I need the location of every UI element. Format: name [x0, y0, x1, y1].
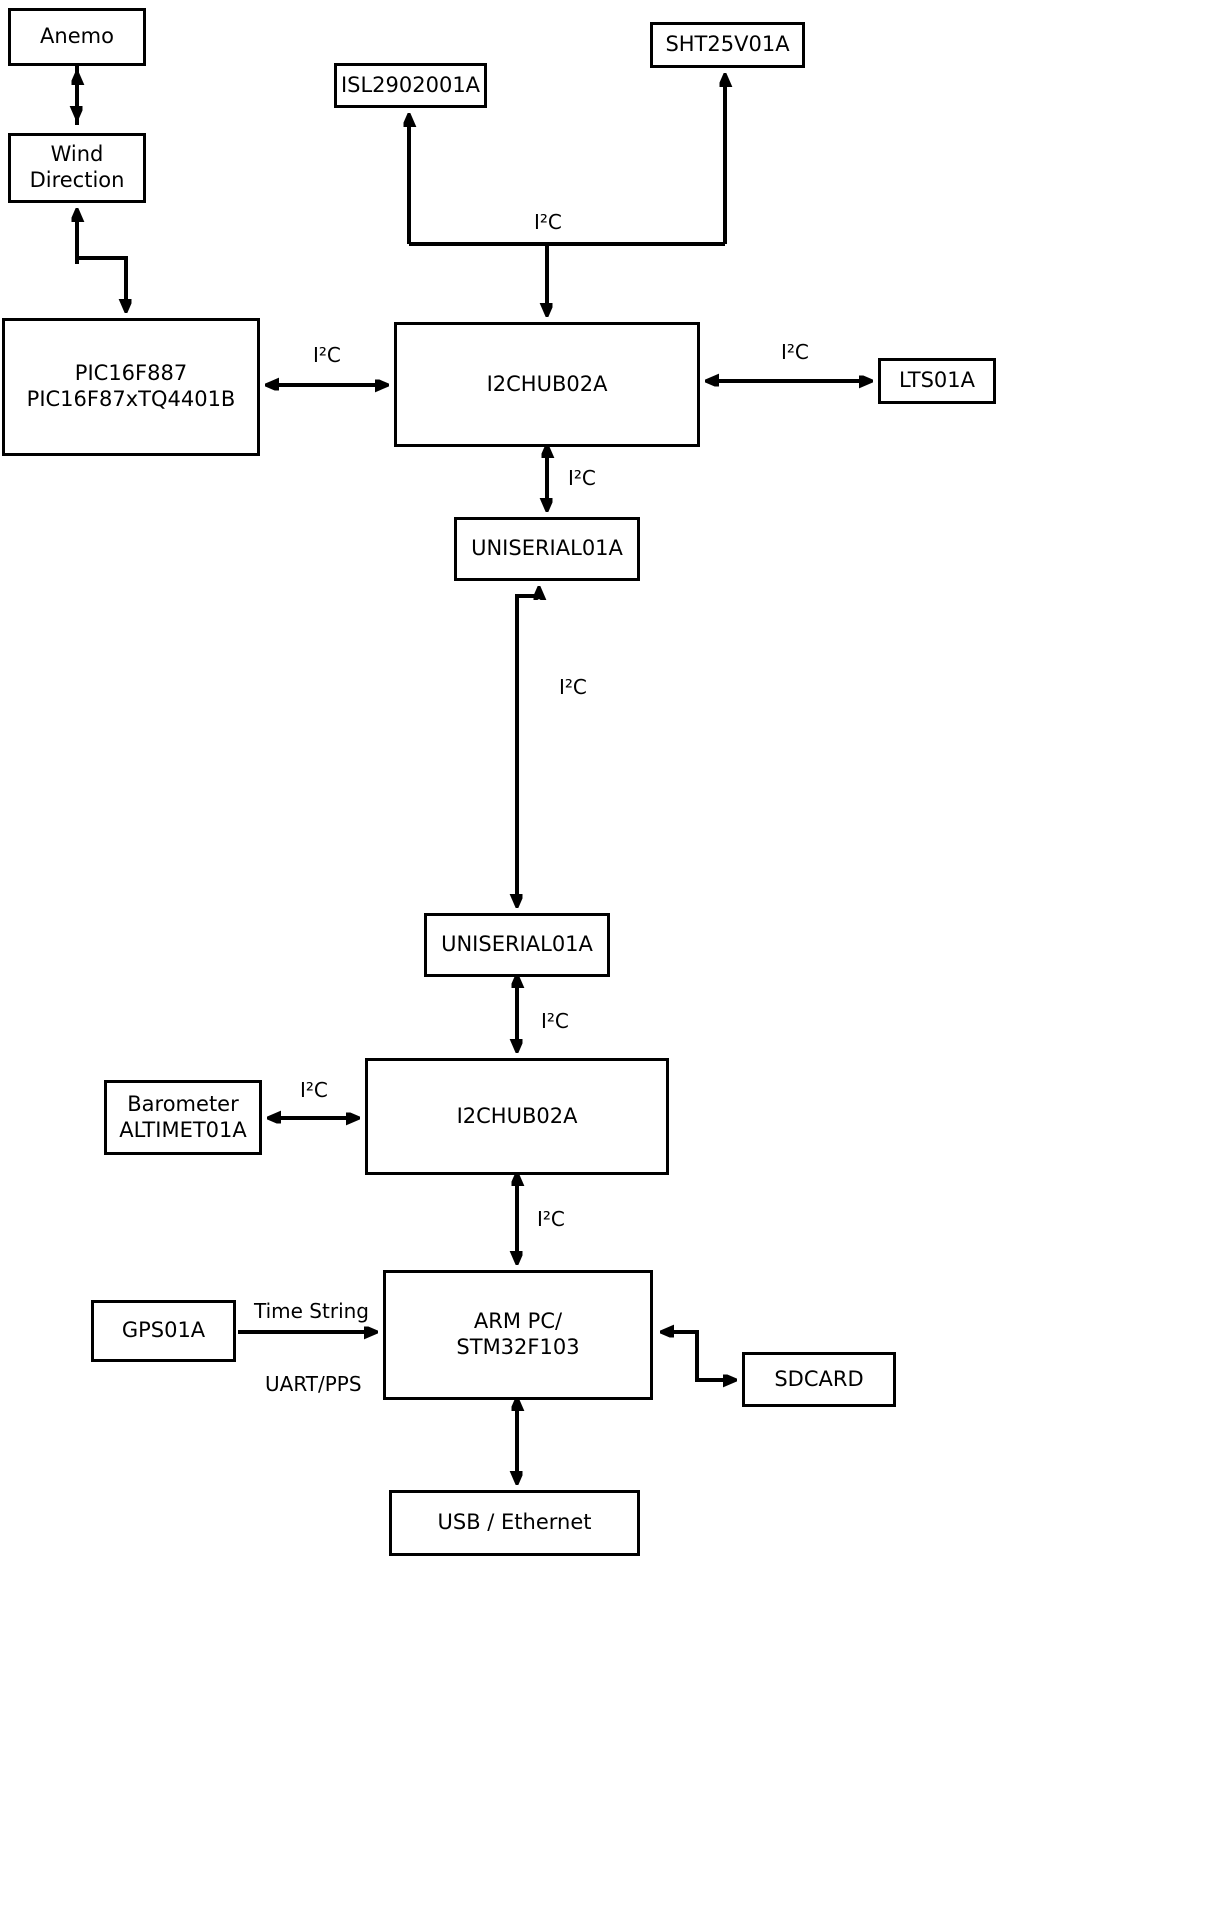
node-i2chub02a-bottom[interactable]: I2CHUB02A	[365, 1058, 669, 1175]
link-armpc-sdcard	[695, 1340, 734, 1380]
node-isl2902001a[interactable]: ISL2902001A	[334, 63, 487, 108]
edge-label-i2c-uniserial2-hub: I²C	[541, 1009, 569, 1033]
edge-label-i2c-hub-armpc: I²C	[537, 1207, 565, 1231]
node-sht25v01a[interactable]: SHT25V01A	[650, 22, 805, 68]
node-barometer-altimet01a[interactable]: Barometer ALTIMET01A	[104, 1080, 262, 1155]
node-lts01a[interactable]: LTS01A	[878, 358, 996, 404]
node-wind-direction[interactable]: Wind Direction	[8, 133, 146, 203]
node-pic16f887[interactable]: PIC16F887 PIC16F87xTQ4401B	[2, 318, 260, 456]
node-usb-ethernet[interactable]: USB / Ethernet	[389, 1490, 640, 1556]
edge-label-i2c-hub-uniserial1: I²C	[568, 466, 596, 490]
link-sdcard-armpc	[663, 1332, 699, 1380]
link-winddirection-pic	[75, 240, 126, 310]
node-uniserial01a-lower[interactable]: UNISERIAL01A	[424, 913, 610, 977]
link-uniserial2-uniserial1	[515, 589, 539, 745]
node-arm-pc-stm32f103[interactable]: ARM PC/ STM32F103	[383, 1270, 653, 1400]
edge-label-uart-pps: UART/PPS	[265, 1372, 362, 1396]
edge-label-i2c-hub-lts: I²C	[781, 340, 809, 364]
edge-label-time-string: Time String	[254, 1299, 369, 1323]
edge-label-i2c-uniserial-uniserial: I²C	[559, 675, 587, 699]
node-sdcard[interactable]: SDCARD	[742, 1352, 896, 1407]
edge-label-i2c-barometer-hub: I²C	[300, 1078, 328, 1102]
edge-label-i2c-pic-hub: I²C	[313, 343, 341, 367]
node-gps01a[interactable]: GPS01A	[91, 1300, 236, 1362]
node-uniserial01a-upper[interactable]: UNISERIAL01A	[454, 517, 640, 581]
node-i2chub02a-top[interactable]: I2CHUB02A	[394, 322, 700, 447]
node-anemo[interactable]: Anemo	[8, 8, 146, 66]
edge-label-i2c-top-bus: I²C	[534, 210, 562, 234]
